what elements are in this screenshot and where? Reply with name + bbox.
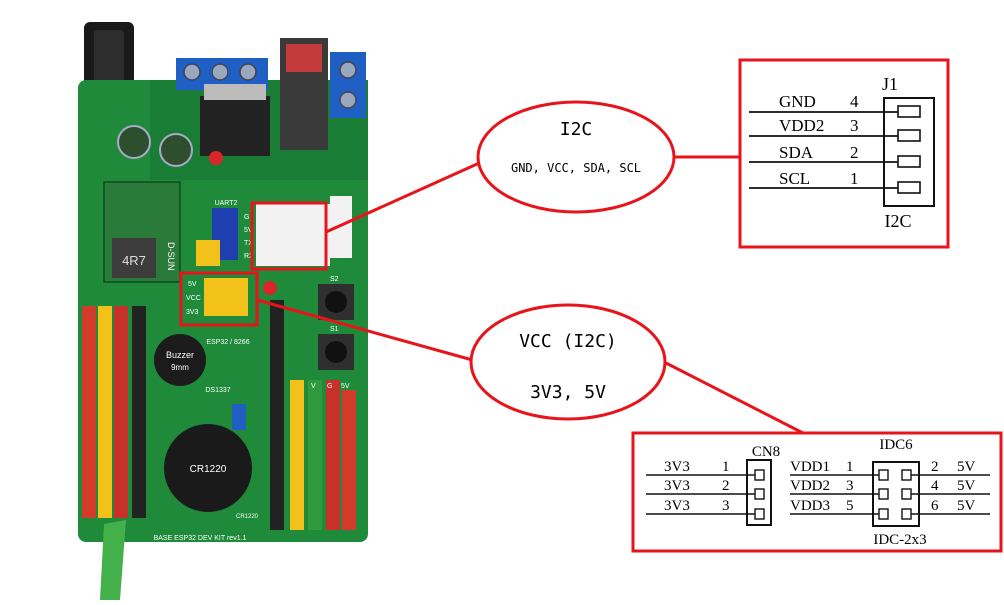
vcc-callout: VCC (I2C) 3V3, 5V [469, 303, 667, 421]
j1-body [883, 97, 935, 207]
left-pin-headers [82, 306, 146, 518]
column-5v: 5V [341, 383, 350, 390]
i2c-callout-title: I2C [560, 119, 593, 140]
schematic-power: CN8 3V3 1 3V3 2 3V3 3 IDC6 IDC-2x3 [631, 431, 1003, 553]
j1-pin-name: VDD2 [779, 116, 824, 135]
vcc-callout-title: VCC (I2C) [519, 331, 617, 352]
cn8-ref: CN8 [752, 444, 780, 460]
idc6-row: VDD1 1 2 5V [790, 459, 990, 481]
uart-pin-rx: RX [244, 253, 254, 260]
cn8-pin-name: 3V3 [664, 459, 690, 475]
battery-label: CR1220 [190, 464, 227, 475]
vcc-jumper-block: 5V VCC 3V3 [186, 240, 248, 316]
button-s2-label: S2 [330, 276, 339, 283]
dsun-label: D-SUN [166, 242, 176, 271]
idc6-ref: IDC6 [879, 437, 913, 453]
schematic-j1: J1 I2C GND 4 VDD2 3 SDA 2 SCL 1 [738, 58, 950, 249]
buzzer-size: 9mm [171, 363, 189, 372]
uart-pin-5v: 5V [244, 227, 253, 234]
j1-ref: J1 [882, 74, 898, 94]
j1-pin-name: SCL [779, 169, 810, 188]
rtc-label: DS1337 [205, 387, 230, 394]
cn8-pin-name: 3V3 [664, 478, 690, 494]
button-s1-label: S1 [330, 326, 339, 333]
i2c-highlight-box [250, 201, 328, 271]
terminal-block-right [330, 52, 366, 118]
column-v: V [311, 383, 316, 390]
vcc-callout-line [256, 298, 477, 363]
idc6-right-num: 6 [931, 498, 939, 514]
led-red [209, 151, 223, 165]
cn8-pin-num: 1 [722, 459, 730, 475]
column-g: G [327, 383, 332, 390]
i2c-callout-line [325, 158, 487, 234]
small-switch [232, 404, 246, 430]
idc6-right-name: 5V [957, 478, 976, 494]
uart-pin-g: G [244, 214, 249, 221]
cn8-pin-num: 3 [722, 498, 730, 514]
inductor [112, 238, 156, 278]
uart-pin-tx: TX [244, 240, 253, 247]
module-label: ESP32 / 8266 [206, 339, 249, 346]
idc6-left-name: VDD3 [790, 498, 830, 514]
j1-pin-name: GND [779, 92, 816, 111]
j1-pin-num: 3 [850, 116, 859, 135]
vcc-highlight-box [179, 271, 259, 327]
j1-footer: I2C [885, 211, 912, 231]
jumper-5v-label: 5V [188, 281, 197, 288]
j1-pin-row: SDA 2 [749, 143, 921, 168]
battery-holder [164, 424, 252, 512]
buzzer [154, 334, 206, 386]
idc6-right-name: 5V [957, 459, 976, 475]
idc6-footer: IDC-2x3 [873, 532, 926, 548]
cn8-pin-num: 2 [722, 478, 730, 494]
uart-header: UART2 G 5V TX RX [212, 200, 254, 260]
voltage-regulator [200, 96, 270, 156]
i2c-connector-block [256, 196, 352, 266]
uart-label: UART2 [215, 200, 238, 207]
vcc-schematic-line [665, 361, 804, 435]
cn8-body [746, 459, 772, 526]
idc6-left-name: VDD2 [790, 478, 830, 494]
cn8-pin-name: 3V3 [664, 498, 690, 514]
capacitor-left [117, 125, 151, 159]
i2c-callout-subtitle: GND, VCC, SDA, SCL [511, 161, 641, 175]
jumper-vcc-label: VCC [186, 295, 201, 302]
j1-pin-row: GND 4 [749, 92, 921, 118]
idc6-right-num: 4 [931, 478, 939, 494]
schematic-power-frame [631, 431, 1003, 553]
idc6-row: VDD3 5 6 5V [790, 498, 990, 520]
schematic-j1-frame [738, 58, 950, 249]
j1-pin-row: SCL 1 [749, 169, 921, 194]
idc6-right-name: 5V [957, 498, 976, 514]
idc6-left-name: VDD1 [790, 459, 830, 475]
right-pin-headers: V G 5V [270, 300, 356, 530]
schematic-cn8: CN8 3V3 1 3V3 2 3V3 3 [646, 444, 780, 526]
idc6-row: VDD2 3 4 5V [790, 478, 990, 500]
pcb-board: 4R7 D-SUN UART2 G 5V TX RX 5V VCC 3V3 S2 [78, 22, 368, 600]
j1-pin-num: 2 [850, 143, 859, 162]
battery-small-label: CR1220 [236, 514, 259, 520]
idc6-left-num: 3 [846, 478, 854, 494]
j1-pin-num: 4 [850, 92, 859, 111]
inductor-label: 4R7 [122, 253, 146, 268]
idc6-right-num: 2 [931, 459, 939, 475]
led-red-2 [263, 281, 277, 295]
board-lever [100, 520, 126, 600]
j1-pin-num: 1 [850, 169, 859, 188]
i2c-callout: I2C GND, VCC, SDA, SCL [476, 100, 676, 214]
buzzer-label: Buzzer [166, 350, 194, 360]
board-label: BASE ESP32 DEV KIT rev1.1 [154, 535, 247, 542]
idc6-left-num: 5 [846, 498, 854, 514]
j1-pin-row: VDD2 3 [749, 116, 921, 142]
schematic-idc6: IDC6 IDC-2x3 VDD1 1 2 5V VDD2 3 4 [790, 437, 990, 548]
capacitor-right [159, 133, 193, 167]
vcc-callout-subtitle: 3V3, 5V [530, 382, 606, 403]
jumper-3v3-label: 3V3 [186, 309, 199, 316]
j1-pin-name: SDA [779, 143, 814, 162]
idc6-left-num: 1 [846, 459, 854, 475]
